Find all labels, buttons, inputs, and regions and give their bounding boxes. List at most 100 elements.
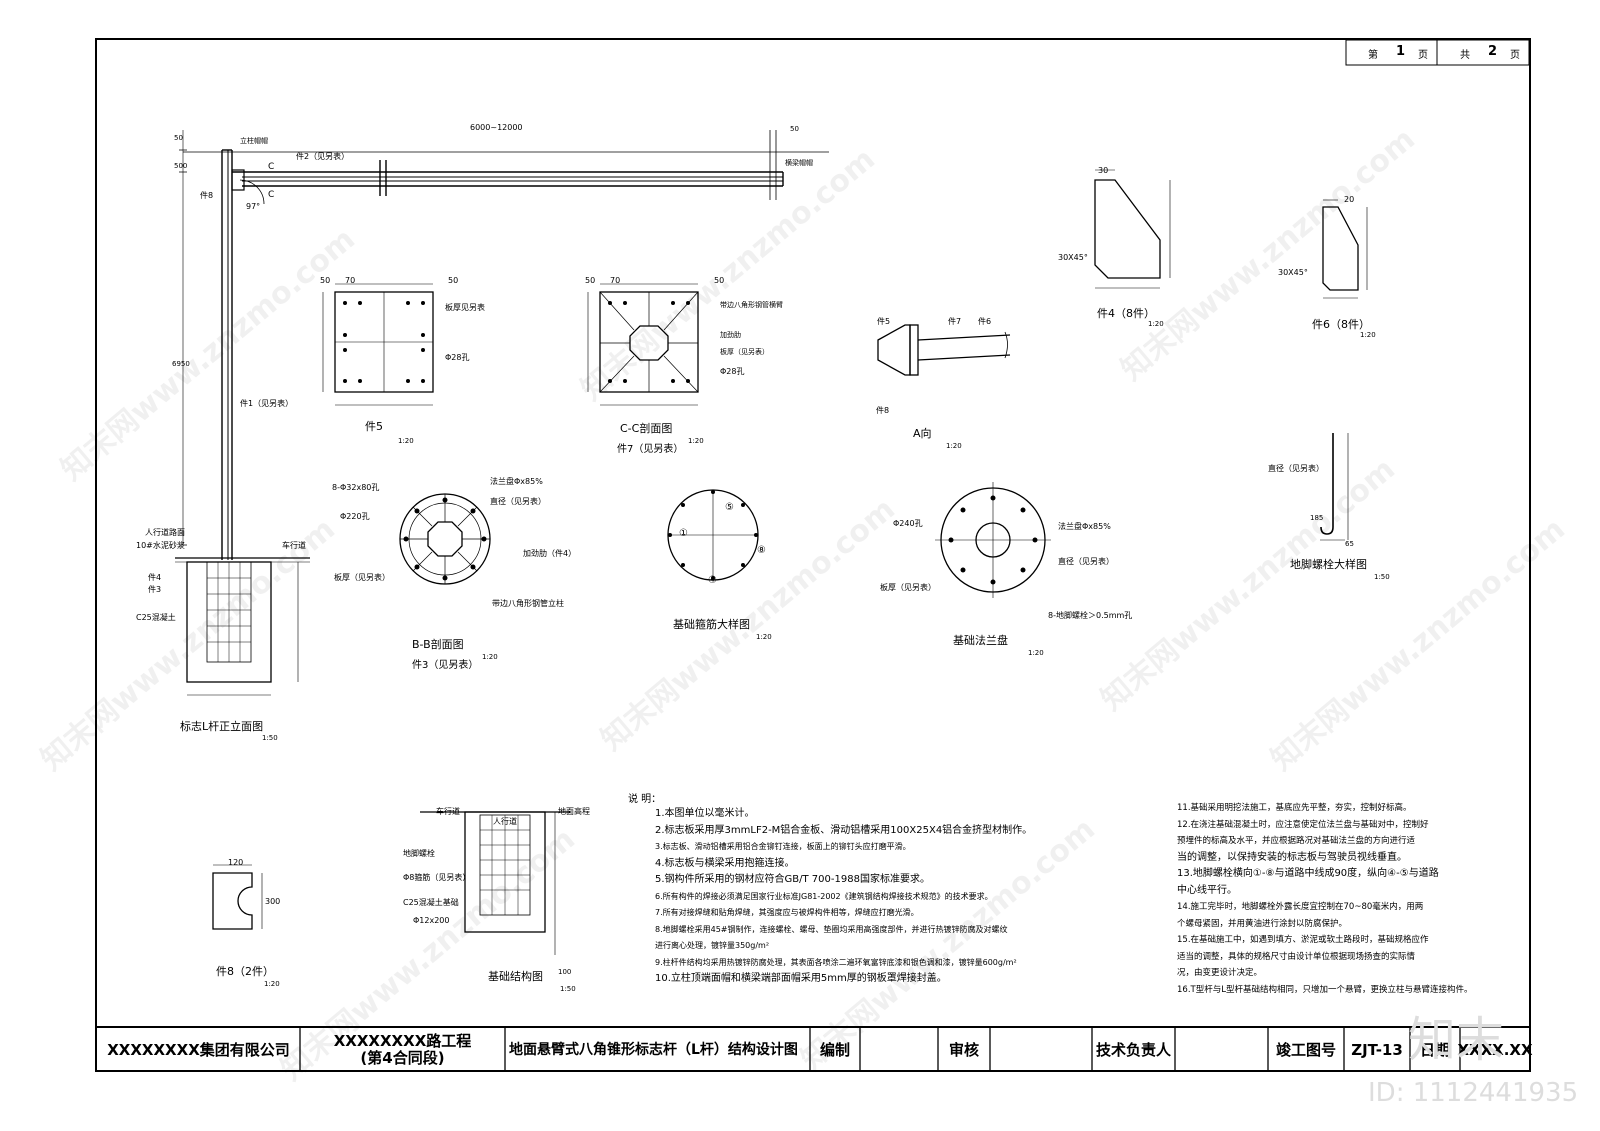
plate-thickness-label: 板厚见另表 bbox=[445, 303, 485, 312]
note-item: 8.地脚螺栓采用45#钢制作，连接螺栓、螺母、垫圈均采用高强度部件，并进行热镀锌… bbox=[655, 924, 1008, 934]
base-flange-view bbox=[935, 482, 1051, 598]
drawing-number: ZJT-13 bbox=[1351, 1040, 1403, 1059]
bb-section-view bbox=[399, 493, 491, 585]
base-flange-title: 基础法兰盘 bbox=[953, 634, 1008, 647]
hole-label: Φ220孔 bbox=[340, 512, 370, 521]
part4-title: 件4（8件） bbox=[1097, 307, 1155, 320]
bb-section-scale: 1:20 bbox=[482, 653, 498, 661]
total-label: 共 bbox=[1460, 50, 1470, 61]
note-item: 14.施工完毕时，地脚螺栓外露长度宜控制在70~80毫米内，用两 bbox=[1177, 902, 1424, 912]
part1-label: 件1（见另表） bbox=[240, 399, 294, 408]
dim-label: 50 bbox=[320, 276, 331, 285]
brand-id: ID: 1112441935 bbox=[1368, 1078, 1579, 1108]
base-flange-scale: 1:20 bbox=[1028, 649, 1044, 657]
section-c-label: C bbox=[268, 162, 275, 172]
dim-label: 65 bbox=[1345, 540, 1354, 548]
notes-left: 1.本图单位以毫米计。 2.标志板采用厚3mmLF2-M铝合金板、滑动铝槽采用1… bbox=[655, 806, 1032, 988]
hole-label: Φ28孔 bbox=[445, 353, 470, 362]
total-unit: 页 bbox=[1510, 50, 1520, 61]
chamfer-label: 30X45° bbox=[1278, 268, 1308, 277]
notes-title: 说 明： bbox=[628, 794, 662, 805]
bolt-number-1: ① bbox=[679, 528, 688, 539]
chamfer-label: 30X45° bbox=[1058, 253, 1088, 262]
part5-view bbox=[322, 283, 434, 406]
plate-thickness-label: 板厚（见另表） bbox=[334, 573, 390, 582]
cc-section-scale: 1:20 bbox=[688, 437, 704, 445]
ground-level-label: 地面高程 bbox=[558, 807, 590, 816]
dim-label: 50 bbox=[448, 276, 459, 285]
review-label: 审核 bbox=[948, 1040, 979, 1059]
part8-label: 件8 bbox=[200, 191, 214, 200]
note-item: 16.T型杆与L型杆基础结构相同，只增加一个悬臂，更换立柱与悬臂连接构件。 bbox=[1177, 984, 1473, 995]
dim-label: 500 bbox=[174, 162, 188, 170]
note-item: 5.钢构件所采用的钢材应符合GB/T 700-1988国家标准要求。 bbox=[655, 874, 930, 885]
part6-view bbox=[1322, 199, 1368, 299]
diameter-label: 直径（见另表） bbox=[490, 497, 546, 506]
a-view-scale: 1:20 bbox=[946, 442, 962, 450]
note-item: 当的调整，以保持安装的标志板与驾驶员视线垂直。 bbox=[1177, 851, 1407, 863]
dim-label: 50 bbox=[174, 134, 183, 142]
diameter-label: 直径（见另表） bbox=[1058, 557, 1114, 566]
bb-section-title: B-B剖面图 bbox=[412, 638, 464, 651]
octagon-beam-label: 带边八角形钢管横臂 bbox=[720, 301, 783, 309]
note-item: 12.在浇注基础混凝土时，应注意使定位法兰盘与基础对中，控制好 bbox=[1177, 819, 1429, 830]
elevation-scale: 1:50 bbox=[262, 734, 278, 742]
part4-view bbox=[1094, 169, 1171, 289]
stiffener-label: 加劲肋（件4） bbox=[523, 549, 577, 558]
dim-label: 50 bbox=[714, 276, 725, 285]
note-item: 4.标志板与横梁采用抱箍连接。 bbox=[655, 857, 795, 869]
part8-view bbox=[212, 864, 263, 930]
mortar-label: 10#水泥砂浆 bbox=[136, 541, 185, 550]
span-dimension: 6000~12000 bbox=[470, 123, 523, 132]
anchor-bolt-title: 地脚螺栓大样图 bbox=[1290, 558, 1367, 571]
concrete-label: C25混凝土 bbox=[136, 613, 176, 622]
part7-label: 件7 bbox=[948, 317, 962, 326]
note-item: 进行离心处理，镀锌量350g/m² bbox=[655, 941, 770, 950]
part4-label: 件4 bbox=[148, 573, 162, 582]
anchor-bolt-view bbox=[1320, 433, 1349, 541]
elevation-title: 标志L杆正立面图 bbox=[180, 720, 264, 733]
cc-section-view bbox=[587, 283, 699, 406]
asbuilt-no-label: 竣工图号 bbox=[1275, 1040, 1336, 1059]
section-c-label: C bbox=[268, 190, 275, 200]
rebar-detail-scale: 1:20 bbox=[756, 633, 772, 641]
height-dimension: 6950 bbox=[172, 360, 190, 368]
part3-label: 件3 bbox=[148, 585, 162, 594]
flange-label: 法兰盘Φx85% bbox=[1058, 522, 1111, 531]
dim-label: 50 bbox=[790, 125, 799, 133]
hole-label: Φ240孔 bbox=[893, 519, 923, 528]
bb-section-subtitle: 件3（见另表） bbox=[412, 660, 479, 671]
part8-title: 件8（2件） bbox=[216, 965, 274, 978]
note-item: 2.标志板采用厚3mmLF2-M铝合金板、滑动铝槽采用100X25X4铝合金挤型… bbox=[655, 824, 1033, 836]
flange-label: 法兰盘Φx85% bbox=[490, 477, 543, 486]
note-item: 况，由变更设计决定。 bbox=[1177, 968, 1263, 978]
sheet-number: 1 bbox=[1396, 44, 1406, 59]
anchor-label: 地脚螺栓 bbox=[403, 849, 435, 858]
plate-thickness-label: 板厚（见另表） bbox=[880, 583, 936, 592]
concrete-foundation-label: C25混凝土基础 bbox=[403, 898, 459, 907]
dim-label: 30 bbox=[1098, 166, 1109, 175]
note-item: 9.柱杆件结构均采用热镀锌防腐处理，其表面各喷涂二遍环氧富锌底漆和银色调和漆，镀… bbox=[655, 957, 1017, 967]
anchor-bolt-scale: 1:50 bbox=[1374, 573, 1390, 581]
bolt-number-5: ⑤ bbox=[725, 502, 734, 513]
angle-label: 97° bbox=[246, 202, 261, 211]
part4-scale: 1:20 bbox=[1148, 320, 1164, 328]
note-item: 7.所有对接焊缝和贴角焊缝，其强度应与被焊构件相等，焊缝应打磨光滑。 bbox=[655, 908, 919, 917]
dim-label: 185 bbox=[1310, 514, 1324, 522]
elevation-view bbox=[175, 130, 829, 696]
brand-logo: 知末 bbox=[1408, 1012, 1505, 1068]
foundation-title: 基础结构图 bbox=[488, 970, 543, 983]
note-item: 15.在基础施工中，如遇到填方、淤泥或软土路段时，基础规格应作 bbox=[1177, 935, 1429, 945]
drawing-frame bbox=[95, 38, 1531, 1072]
note-item: 10.立柱顶端面帽和横梁端部面帽采用5mm厚的钢板罩焊接封盖。 bbox=[655, 973, 947, 984]
tech-lead-label: 技术负责人 bbox=[1095, 1040, 1171, 1059]
dim-label: 50 bbox=[585, 276, 596, 285]
roadway-label: 车行道 bbox=[436, 807, 460, 816]
company-name: XXXXXXXX集团有限公司 bbox=[107, 1040, 290, 1059]
part5-title: 件5 bbox=[365, 420, 383, 433]
a-view bbox=[877, 324, 1011, 376]
cc-section-subtitle: 件7（见另表） bbox=[617, 444, 684, 455]
part6-label: 件6 bbox=[978, 317, 992, 326]
note-item: 13.地脚螺栓横向①-⑧与道路中线成90度，纵向④-⑤与道路 bbox=[1177, 868, 1439, 879]
